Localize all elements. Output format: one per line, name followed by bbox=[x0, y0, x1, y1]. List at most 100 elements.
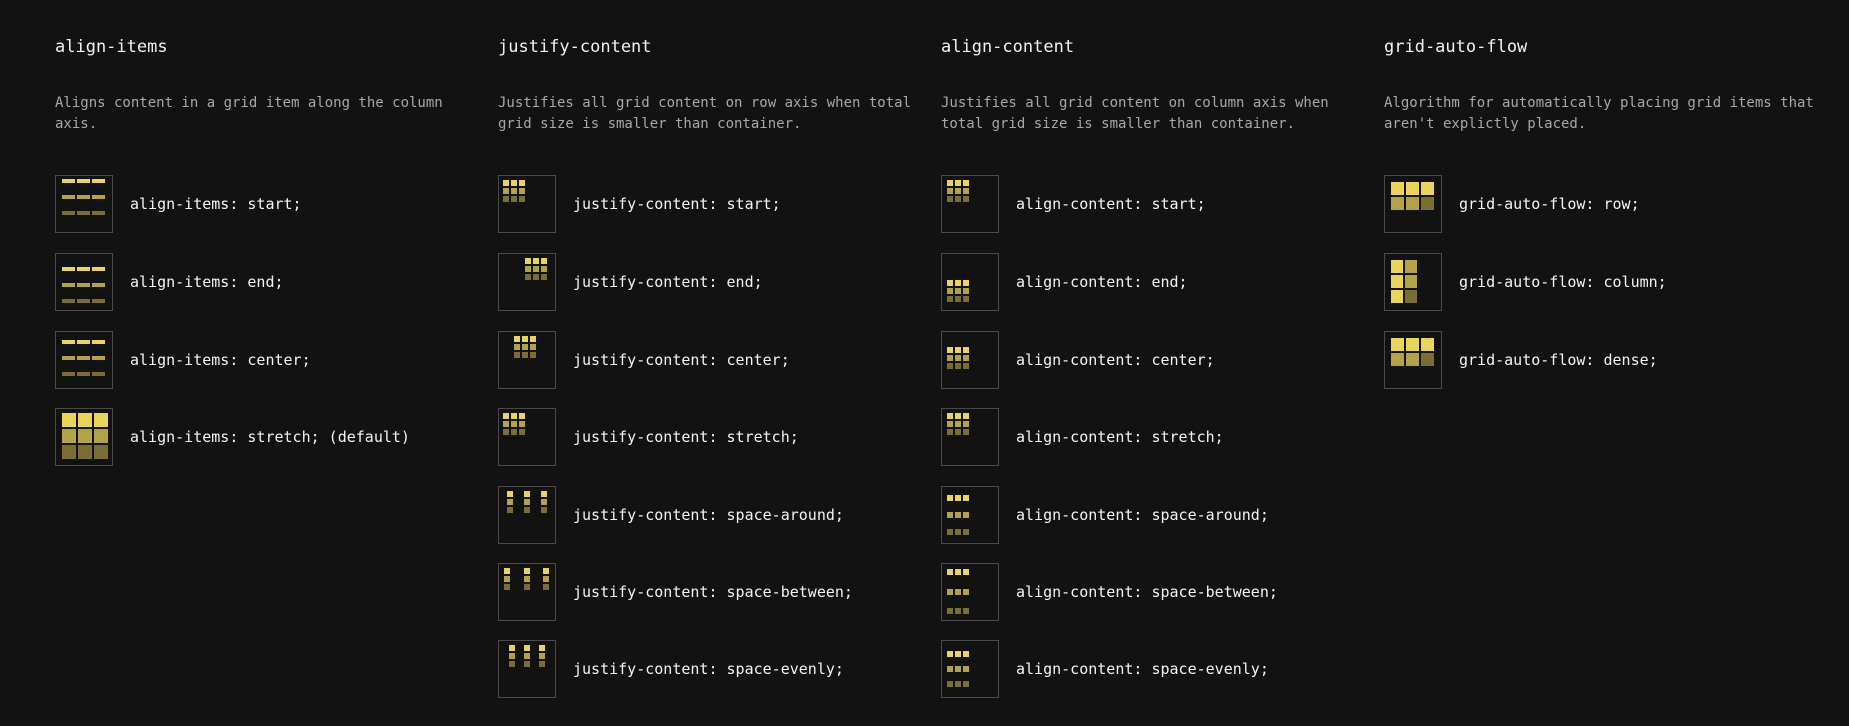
grid-cell bbox=[1391, 197, 1404, 210]
option-align-items-center[interactable]: align-items: center; bbox=[55, 331, 311, 389]
grid-cell bbox=[1391, 260, 1403, 273]
grid-cell bbox=[509, 653, 515, 659]
grid-cell bbox=[955, 569, 961, 575]
option-align-content-center[interactable]: align-content: center; bbox=[941, 331, 1215, 389]
option-justify-content-stretch[interactable]: justify-content: stretch; bbox=[498, 408, 799, 466]
option-justify-content-space-evenly[interactable]: justify-content: space-evenly; bbox=[498, 640, 844, 698]
grid-cell bbox=[947, 495, 953, 501]
option-justify-content-space-around[interactable]: justify-content: space-around; bbox=[498, 486, 844, 544]
option-align-items-stretch[interactable]: align-items: stretch; (default) bbox=[55, 408, 410, 466]
option-align-content-end[interactable]: align-content: end; bbox=[941, 253, 1188, 311]
grid-cell bbox=[963, 280, 969, 286]
align-items-start-icon bbox=[55, 175, 113, 233]
option-label: align-items: center; bbox=[130, 351, 311, 369]
grid-cell bbox=[78, 413, 92, 427]
grid-cell bbox=[524, 645, 530, 651]
section-title: justify-content bbox=[498, 37, 652, 57]
grid-cell bbox=[955, 288, 961, 294]
option-align-content-start[interactable]: align-content: start; bbox=[941, 175, 1206, 233]
option-align-content-space-around[interactable]: align-content: space-around; bbox=[941, 486, 1269, 544]
option-grid-auto-flow-dense[interactable]: grid-auto-flow: dense; bbox=[1384, 331, 1658, 389]
grid-cell bbox=[955, 589, 961, 595]
option-align-content-space-between[interactable]: align-content: space-between; bbox=[941, 563, 1278, 621]
grid-cell bbox=[955, 681, 961, 687]
item-bar bbox=[77, 372, 90, 376]
grid-cell bbox=[963, 347, 969, 353]
grid-cell bbox=[62, 413, 76, 427]
option-label: align-items: stretch; (default) bbox=[130, 428, 410, 446]
section-description: Justifies all grid content on column axi… bbox=[941, 95, 1329, 132]
option-justify-content-space-between[interactable]: justify-content: space-between; bbox=[498, 563, 853, 621]
grid-cell bbox=[519, 196, 525, 202]
section-description: Algorithm for automatically placing grid… bbox=[1384, 95, 1814, 132]
grid-cell bbox=[1405, 260, 1417, 273]
item-bar bbox=[92, 195, 105, 199]
item-bar bbox=[62, 283, 75, 287]
grid-auto-flow-column-icon bbox=[1384, 253, 1442, 311]
option-align-content-space-evenly[interactable]: align-content: space-evenly; bbox=[941, 640, 1269, 698]
item-bar bbox=[62, 211, 75, 215]
grid-cell bbox=[519, 413, 525, 419]
item-bar bbox=[62, 195, 75, 199]
option-grid-auto-flow-row[interactable]: grid-auto-flow: row; bbox=[1384, 175, 1640, 233]
section-title: align-content bbox=[941, 37, 1075, 57]
grid-cell bbox=[533, 266, 539, 272]
option-label: align-content: start; bbox=[1016, 195, 1206, 213]
option-label: align-content: space-evenly; bbox=[1016, 660, 1269, 678]
option-align-items-end[interactable]: align-items: end; bbox=[55, 253, 284, 311]
grid-cell bbox=[963, 421, 969, 427]
grid-cell bbox=[507, 507, 513, 513]
align-items-stretch-icon bbox=[55, 408, 113, 466]
grid-cell bbox=[524, 568, 530, 574]
grid-cell bbox=[543, 584, 549, 590]
justify-content-end-icon bbox=[498, 253, 556, 311]
grid-cell bbox=[511, 429, 517, 435]
grid-cell bbox=[947, 296, 953, 302]
grid-cell bbox=[541, 507, 547, 513]
grid-cell bbox=[1406, 353, 1419, 366]
item-bar bbox=[77, 283, 90, 287]
grid-cell bbox=[955, 413, 961, 419]
grid-cell bbox=[947, 651, 953, 657]
justify-content-stretch-icon bbox=[498, 408, 556, 466]
option-align-items-start[interactable]: align-items: start; bbox=[55, 175, 302, 233]
grid-cell bbox=[539, 661, 545, 667]
grid-cell bbox=[504, 576, 510, 582]
option-align-content-stretch[interactable]: align-content: stretch; bbox=[941, 408, 1224, 466]
option-label: justify-content: center; bbox=[573, 351, 790, 369]
grid-cell bbox=[503, 421, 509, 427]
option-justify-content-center[interactable]: justify-content: center; bbox=[498, 331, 790, 389]
grid-cell bbox=[503, 196, 509, 202]
grid-cell bbox=[947, 196, 953, 202]
grid-cell bbox=[955, 421, 961, 427]
option-grid-auto-flow-column[interactable]: grid-auto-flow: column; bbox=[1384, 253, 1667, 311]
grid-cell bbox=[525, 258, 531, 264]
item-bar bbox=[92, 356, 105, 360]
grid-cell bbox=[947, 529, 953, 535]
grid-cell bbox=[947, 355, 953, 361]
grid-cell bbox=[963, 363, 969, 369]
option-label: align-content: space-around; bbox=[1016, 506, 1269, 524]
option-label: align-content: end; bbox=[1016, 273, 1188, 291]
grid-cell bbox=[524, 499, 530, 505]
section-title: align-items bbox=[55, 37, 168, 57]
option-justify-content-end[interactable]: justify-content: end; bbox=[498, 253, 763, 311]
grid-cell bbox=[947, 681, 953, 687]
grid-cell bbox=[947, 188, 953, 194]
grid-cell bbox=[947, 608, 953, 614]
grid-cell bbox=[524, 653, 530, 659]
grid-cell bbox=[533, 274, 539, 280]
grid-cell bbox=[947, 421, 953, 427]
grid-cell bbox=[524, 491, 530, 497]
grid-cell bbox=[963, 288, 969, 294]
grid-cell bbox=[947, 589, 953, 595]
grid-cell bbox=[524, 661, 530, 667]
grid-cell bbox=[963, 196, 969, 202]
option-justify-content-start[interactable]: justify-content: start; bbox=[498, 175, 781, 233]
grid-cell bbox=[1391, 290, 1403, 303]
grid-cell bbox=[955, 608, 961, 614]
grid-cell bbox=[78, 429, 92, 443]
grid-cell bbox=[511, 421, 517, 427]
grid-cell bbox=[955, 429, 961, 435]
item-bar bbox=[62, 372, 75, 376]
